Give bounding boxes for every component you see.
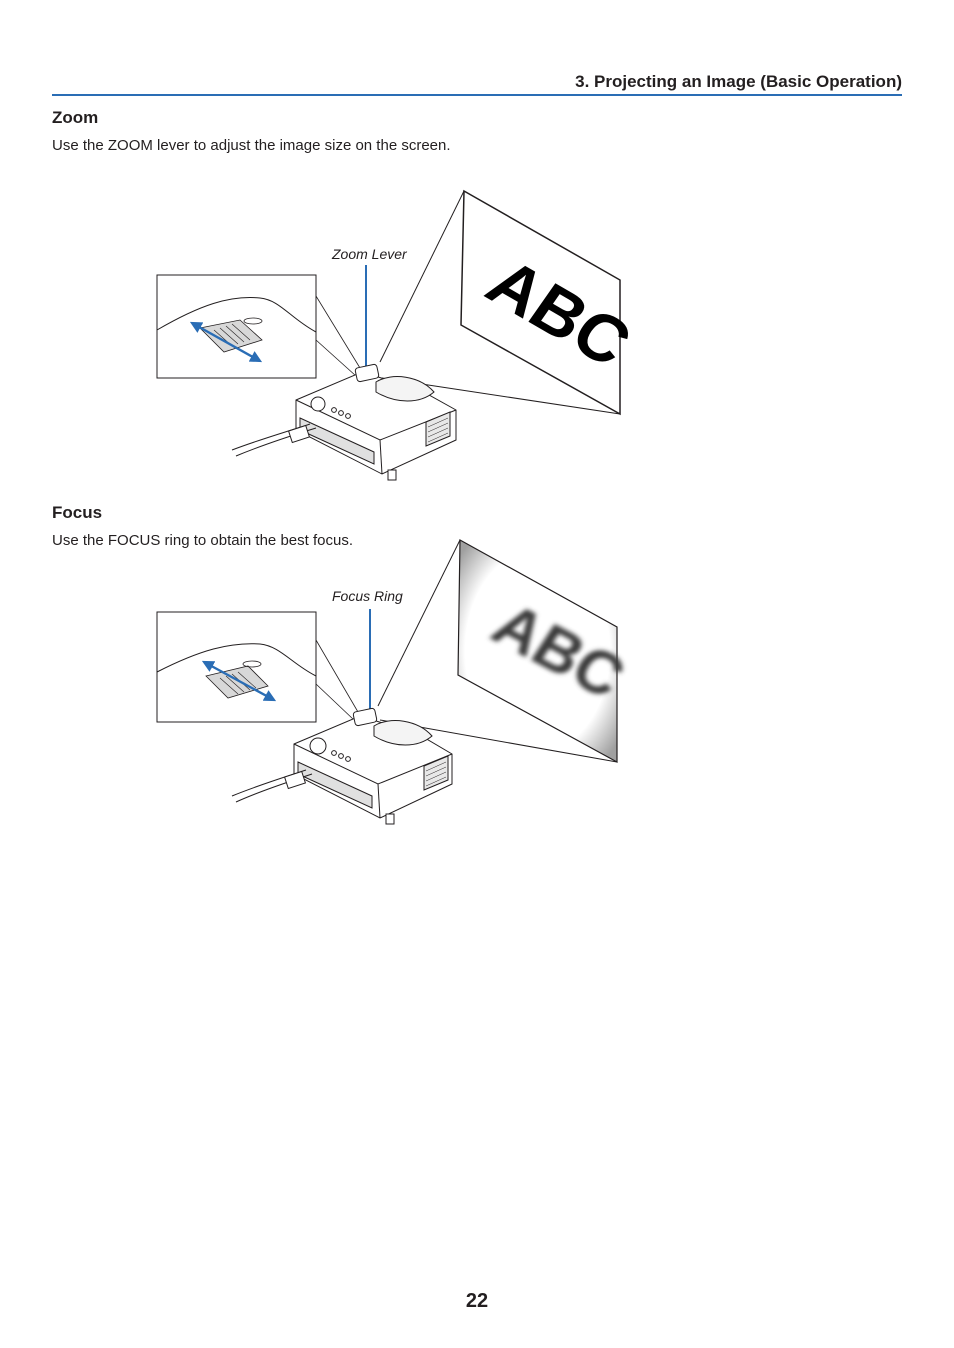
- focus-description: Use the FOCUS ring to obtain the best fo…: [52, 532, 353, 549]
- zoom-description: Use the ZOOM lever to adjust the image s…: [52, 137, 451, 154]
- focus-title: Focus: [52, 503, 103, 522]
- focus-screen: ABC: [457, 538, 637, 764]
- focus-ring-callout: Focus Ring: [332, 588, 403, 604]
- zoom-title: Zoom: [52, 108, 99, 127]
- zoom-lever-callout: Zoom Lever: [332, 246, 407, 262]
- focus-inset: [156, 611, 359, 723]
- page-header: 3. Projecting an Image (Basic Operation): [52, 70, 902, 96]
- double-arrow-icon: [189, 321, 263, 363]
- double-arrow-icon: [201, 660, 277, 702]
- focus-projector: [231, 707, 453, 825]
- page-number: 22: [465, 1290, 489, 1312]
- zoom-inset: [156, 274, 361, 379]
- zoom-projector: [231, 363, 457, 481]
- header-title: 3. Projecting an Image (Basic Operation): [575, 72, 902, 91]
